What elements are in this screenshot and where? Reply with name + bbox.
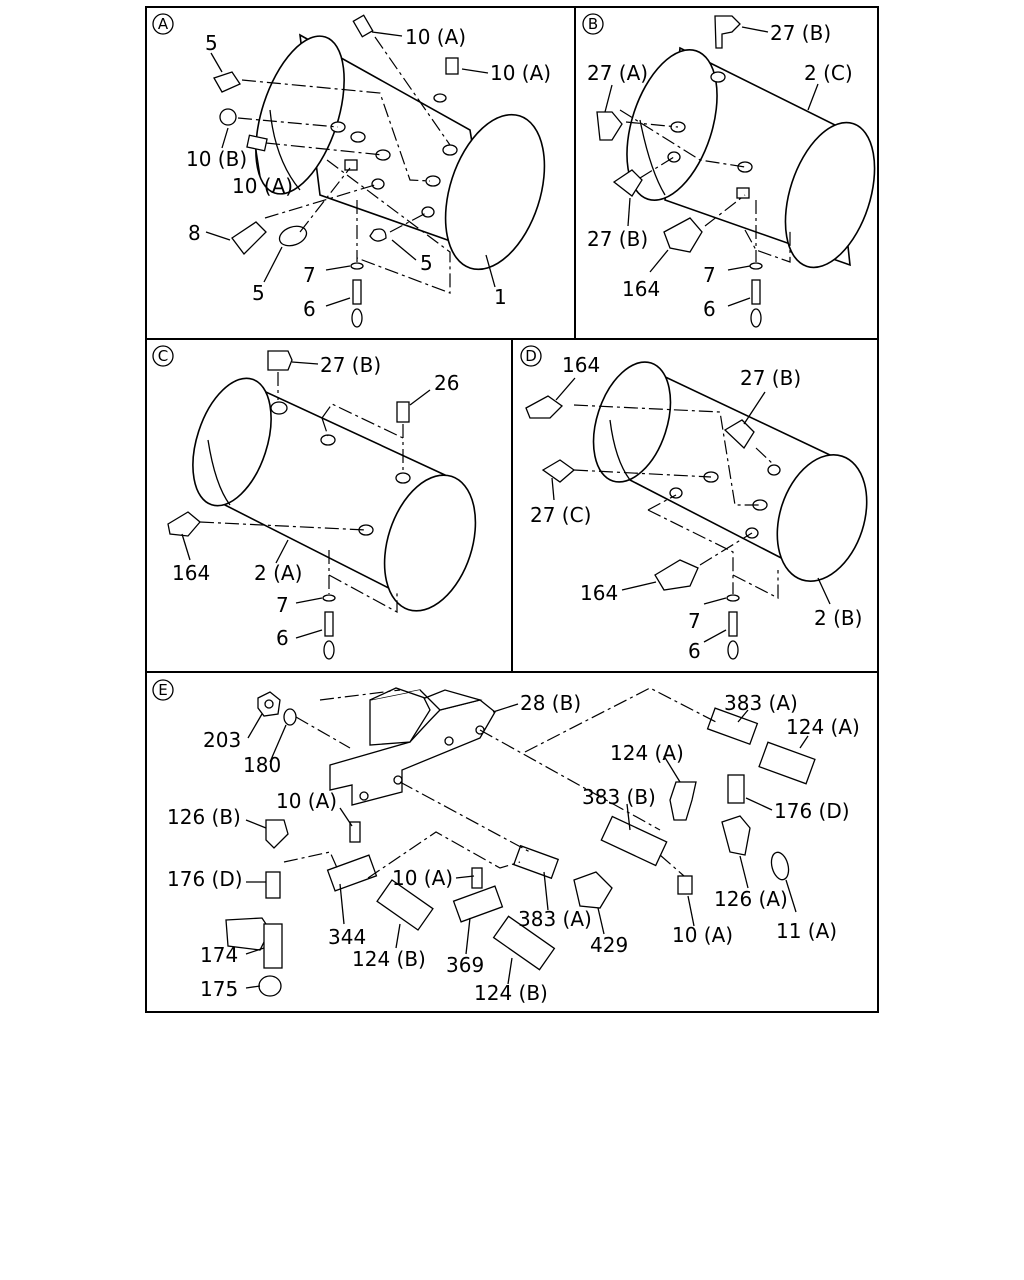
- svg-text:B: B: [588, 15, 598, 33]
- callout-164-b: 164: [622, 277, 660, 301]
- diagram-frame: [145, 6, 879, 1013]
- labels-d: 164 27 (B) 27 (C) 164 7 6 2 (B): [530, 353, 862, 663]
- callout-126b-e: 126 (B): [167, 805, 241, 829]
- callout-5-a2: 5: [252, 281, 265, 305]
- callout-10b-a: 10 (B): [186, 147, 247, 171]
- callout-164-d2: 164: [580, 581, 618, 605]
- dashlines-a: [237, 36, 451, 294]
- callout-27b-b1: 27 (B): [770, 21, 831, 45]
- fittings-b: [596, 15, 763, 328]
- ports-c: [270, 401, 411, 536]
- callout-164-c: 164: [172, 561, 210, 585]
- section-marker-b: B: [582, 13, 604, 35]
- section-b-drawing: 27 (B) 27 (A) 2 (C) 27 (B) 164 7 6: [587, 15, 876, 328]
- callout-124b-e1: 124 (B): [352, 947, 426, 971]
- callout-5-a1: 5: [205, 31, 218, 55]
- section-marker-d: D: [520, 345, 542, 367]
- section-a-drawing: 5 10 (A) 10 (A) 10 (B) 10 (A) 8 5 5 7 6 …: [186, 14, 551, 328]
- callout-174-e: 174: [200, 943, 238, 967]
- callout-383b-e: 383 (B): [582, 785, 656, 809]
- fittings-c: [167, 350, 410, 660]
- callout-10a-a3: 10 (A): [232, 174, 293, 198]
- leaders-b: [604, 26, 819, 307]
- callout-27b-b2: 27 (B): [587, 227, 648, 251]
- fittings-e: [225, 707, 816, 997]
- section-marker-a: A: [152, 13, 174, 35]
- callout-11a-e: 11 (A): [776, 919, 837, 943]
- tank-c: [192, 377, 477, 612]
- callout-176d-e1: 176 (D): [774, 799, 850, 823]
- section-c-drawing: 27 (B) 26 164 2 (A) 7 6: [167, 350, 477, 660]
- section-e-drawing: 203 180 28 (B) 383 (A) 124 (A) 124 (A) 3…: [167, 687, 860, 1005]
- callout-10a-e1: 10 (A): [276, 789, 337, 813]
- callout-180-e: 180: [243, 753, 281, 777]
- section-marker-c: C: [152, 345, 174, 367]
- fittings-a: [213, 14, 459, 328]
- callout-369-e: 369: [446, 953, 484, 977]
- callout-124a-e2: 124 (A): [610, 741, 684, 765]
- leaders-a: [205, 31, 496, 307]
- callout-164-d1: 164: [562, 353, 600, 377]
- nut-203: [257, 691, 281, 717]
- svg-text:E: E: [158, 681, 167, 699]
- callout-6-b: 6: [703, 297, 716, 321]
- callout-2b-d: 2 (B): [814, 606, 862, 630]
- svg-text:A: A: [158, 15, 169, 33]
- callout-28b-e: 28 (B): [520, 691, 581, 715]
- callout-27b-d: 27 (B): [740, 366, 801, 390]
- callout-7-d: 7: [688, 609, 701, 633]
- dashlines-d: [573, 404, 779, 599]
- labels-b: 27 (B) 27 (A) 2 (C) 27 (B) 164 7 6: [587, 21, 853, 321]
- callout-10a-a1: 10 (A): [405, 25, 466, 49]
- dashlines-c: [199, 372, 404, 614]
- callout-203-e: 203: [203, 728, 241, 752]
- washer-180: [283, 708, 297, 726]
- callout-7-a: 7: [303, 263, 316, 287]
- callout-383a-e1: 383 (A): [724, 691, 798, 715]
- labels-a: 5 10 (A) 10 (A) 10 (B) 10 (A) 8 5 5 7 6 …: [186, 25, 551, 321]
- callout-126a-e: 126 (A): [714, 887, 788, 911]
- section-marker-e: E: [152, 679, 174, 701]
- callout-124b-e2: 124 (B): [474, 981, 548, 1005]
- ports-a: [330, 93, 458, 218]
- callout-10a-e3: 10 (A): [672, 923, 733, 947]
- callout-383a-e2: 383 (A): [518, 907, 592, 931]
- callout-429-e: 429: [590, 933, 628, 957]
- callout-8-a: 8: [188, 221, 201, 245]
- callout-5-a3: 5: [420, 251, 433, 275]
- callout-10a-e2: 10 (A): [392, 866, 453, 890]
- fittings-d: [525, 395, 755, 660]
- svg-text:D: D: [525, 347, 537, 365]
- callout-7-b: 7: [703, 263, 716, 287]
- callout-27a-b: 27 (A): [587, 61, 648, 85]
- leaders-e: [245, 703, 809, 989]
- callout-175-e: 175: [200, 977, 238, 1001]
- callout-27b-c: 27 (B): [320, 353, 381, 377]
- labels-c: 27 (B) 26 164 2 (A) 7 6: [172, 353, 459, 650]
- leaders-d: [551, 377, 831, 643]
- callout-6-a: 6: [303, 297, 316, 321]
- callout-176d-e2: 176 (D): [167, 867, 243, 891]
- leaders-c: [181, 361, 431, 639]
- labels-e: 203 180 28 (B) 383 (A) 124 (A) 124 (A) 3…: [167, 691, 860, 1005]
- callout-7-c: 7: [276, 593, 289, 617]
- callout-10a-a2: 10 (A): [490, 61, 551, 85]
- callout-124a-e1: 124 (A): [786, 715, 860, 739]
- svg-text:C: C: [158, 347, 168, 365]
- dashlines-b: [619, 109, 791, 263]
- callout-2c-b: 2 (C): [804, 61, 853, 85]
- callout-6-c: 6: [276, 626, 289, 650]
- callout-26-c: 26: [434, 371, 459, 395]
- callout-344-e: 344: [328, 925, 366, 949]
- ports-b: [667, 71, 753, 199]
- dashlines-e: [283, 687, 717, 879]
- section-d-drawing: 164 27 (B) 27 (C) 164 7 6 2 (B): [525, 353, 868, 663]
- callout-27c-d: 27 (C): [530, 503, 591, 527]
- callout-6-d: 6: [688, 639, 701, 663]
- bracket-28b: [329, 687, 496, 806]
- callout-2a-c: 2 (A): [254, 561, 302, 585]
- callout-1-a: 1: [494, 285, 507, 309]
